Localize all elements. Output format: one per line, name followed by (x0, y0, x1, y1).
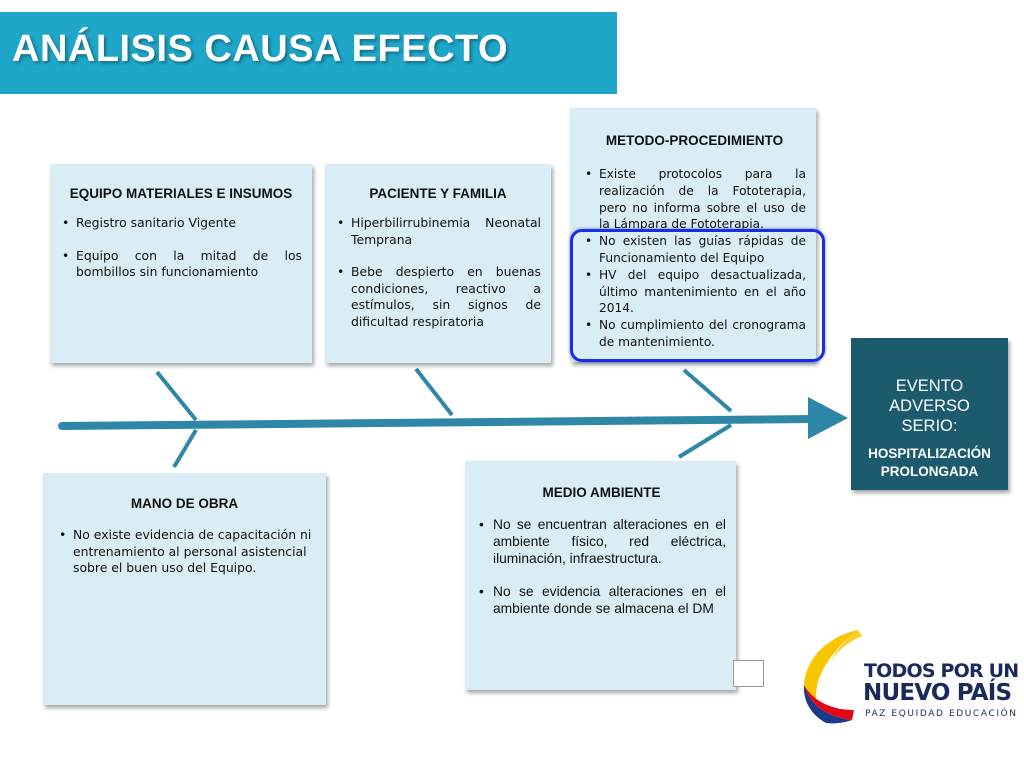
list-item: Equipo con la mitad de los bombillos sin… (60, 248, 302, 281)
todos-por-un-nuevo-pais-logo: TODOS POR UN NUEVO PAÍS PAZ EQUIDAD EDUC… (800, 630, 1019, 725)
cause-list-equipo: Registro sanitario Vigente Equipo con la… (60, 215, 302, 281)
colombia-flag-swoosh-icon (803, 630, 862, 724)
title-bar (0, 12, 617, 94)
cause-list-mano-de-obra: No existe evidencia de capacitación ni e… (57, 527, 312, 577)
bone-mano-de-obra (172, 428, 198, 469)
logo-text-line-2: NUEVO PAÍS (863, 680, 1012, 706)
cause-title-mano-de-obra: MANO DE OBRA (130, 496, 239, 511)
cause-box-medio-ambiente: MEDIO AMBIENTE No se encuentran alteraci… (465, 461, 736, 690)
cause-list-metodo: Existe protocolos para la realización de… (583, 166, 806, 351)
bone-metodo (682, 368, 733, 413)
fishbone-spine (58, 415, 816, 430)
fishbone-arrowhead (808, 397, 848, 439)
cause-list-paciente: Hiperbilirrubinemia Neonatal Temprana Be… (335, 215, 541, 330)
empty-rectangle (733, 660, 764, 687)
list-item: No se evidencia alteraciones en el ambie… (477, 583, 726, 617)
list-item: Bebe despierto en buenas condiciones, re… (335, 264, 541, 330)
cause-title-paciente: PACIENTE Y FAMILIA (369, 186, 507, 201)
cause-title-equipo: EQUIPO MATERIALES E INSUMOS (69, 186, 293, 201)
cause-box-paciente: PACIENTE Y FAMILIA Hiperbilirrubinemia N… (325, 164, 551, 363)
list-item: No se encuentran alteraciones en el ambi… (477, 516, 726, 567)
cause-box-metodo: METODO-PROCEDIMIENTO Existe protocolos p… (570, 108, 816, 362)
bone-paciente (414, 367, 454, 417)
list-item: No cumplimiento del cronograma de manten… (583, 317, 806, 351)
page-title: ANÁLISIS CAUSA EFECTO (12, 28, 509, 70)
effect-sub-2: PROLONGADA (880, 464, 979, 479)
logo-text-line-1: TODOS POR UN (864, 660, 1019, 682)
cause-title-medio-ambiente: MEDIO AMBIENTE (542, 485, 661, 500)
bone-equipo (155, 370, 198, 422)
list-item: No existen las guías rápidas de Funciona… (583, 233, 806, 267)
cause-title-metodo: METODO-PROCEDIMIENTO (605, 133, 784, 148)
effect-line-3: SERIO: (901, 417, 958, 435)
cause-list-medio-ambiente: No se encuentran alteraciones en el ambi… (477, 516, 726, 617)
cause-box-equipo: EQUIPO MATERIALES E INSUMOS Registro san… (50, 164, 312, 363)
list-item: Registro sanitario Vigente (60, 215, 302, 232)
effect-line-2: ADVERSO (889, 397, 970, 415)
list-item: No existe evidencia de capacitación ni e… (57, 527, 312, 577)
bone-medio-ambiente (677, 423, 733, 459)
effect-box: EVENTO ADVERSO SERIO: HOSPITALIZACIÓN PR… (851, 338, 1008, 490)
list-item: Hiperbilirrubinemia Neonatal Temprana (335, 215, 541, 248)
effect-line-1: EVENTO (895, 377, 964, 395)
cause-box-mano-de-obra: MANO DE OBRA No existe evidencia de capa… (43, 473, 326, 705)
logo-text-line-3: PAZ EQUIDAD EDUCACIÓN (865, 709, 1018, 719)
list-item: HV del equipo desactualizada, último man… (583, 267, 806, 317)
list-item: Existe protocolos para la realización de… (583, 166, 806, 233)
effect-sub-1: HOSPITALIZACIÓN (868, 446, 991, 461)
